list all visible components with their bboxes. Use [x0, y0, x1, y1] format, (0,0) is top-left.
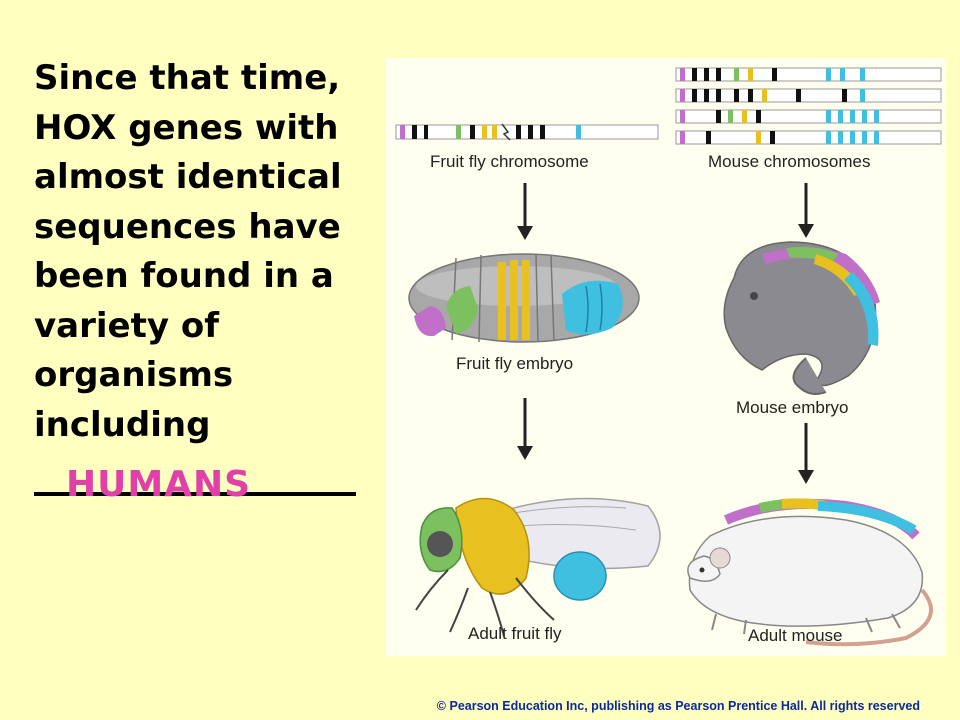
text-line: including [34, 404, 211, 445]
text-line: HOX genes with [34, 107, 339, 148]
fly-chromosome-label: Fruit fly chromosome [430, 152, 589, 171]
mouse-chromosomes [675, 67, 942, 145]
copyright-notice: © Pearson Education Inc, publishing as P… [436, 699, 920, 713]
mouse-chromosomes-label: Mouse chromosomes [708, 152, 871, 171]
fly-embryo-label: Fruit fly embryo [456, 354, 574, 373]
adult-fly [415, 497, 661, 637]
text-line: organisms [34, 355, 234, 395]
adult-fly-label: Adult fruit fly [468, 624, 562, 643]
text-line: Since that time, [34, 58, 341, 98]
text-line: sequences have [34, 206, 341, 247]
mouse-embryo [723, 241, 880, 395]
text-line: almost identical [34, 157, 342, 197]
adult-mouse-label: Adult mouse [748, 626, 843, 645]
adult-mouse [687, 498, 933, 647]
mouse-embryo-label: Mouse embryo [736, 398, 849, 417]
fly-chromosome [395, 123, 659, 141]
hox-gene-figure: Fruit fly chromosome Mouse chromosomes F… [386, 58, 946, 656]
main-text: Since that time, HOX genes with almost i… [34, 54, 384, 450]
arrows [517, 183, 814, 484]
text-line: variety of [34, 305, 219, 346]
fly-embryo [408, 253, 640, 343]
answer-text: HUMANS [66, 464, 252, 505]
answer-blank-line [34, 492, 356, 496]
text-line: been found in a [34, 256, 334, 296]
figure-illustration [395, 67, 942, 647]
